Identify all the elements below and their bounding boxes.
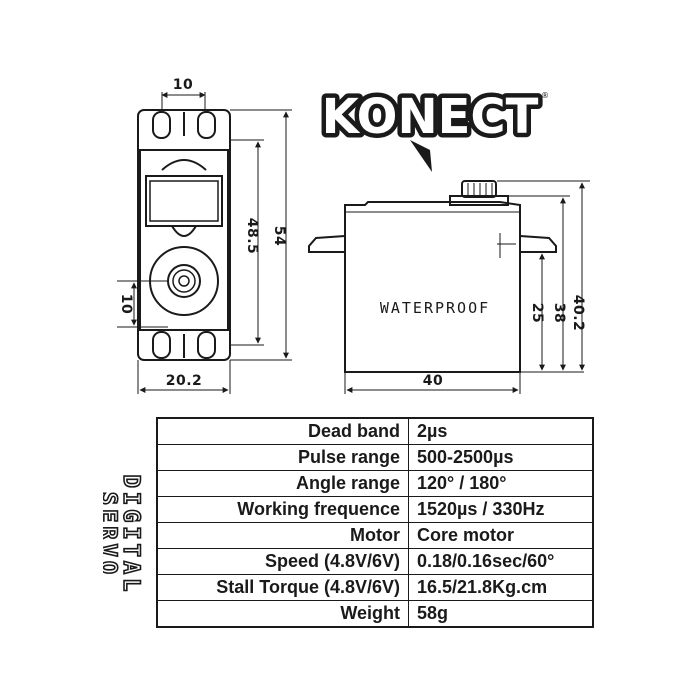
front-label-window [145,175,223,227]
front-body [139,149,229,331]
front-dim-height-mid: 48.5 [244,218,260,255]
spec-value: 0.18/0.16sec/60° [408,548,594,575]
side-view [308,180,590,394]
front-mounting-plate [137,109,231,361]
front-dim-top: 10 [173,77,193,93]
spec-value: 500-2500µs [408,444,594,471]
side-gear-cap [449,195,509,206]
brand-logo: KONECT KONECT ® [317,70,549,172]
side-dim-h2: 38 [551,303,567,323]
front-ear-bottom-right [197,331,216,359]
front-ear-top-right [197,111,216,139]
spec-value: 58g [408,600,594,628]
side-case-text: WATERPROOF [380,299,490,317]
front-dim-height-total: 54 [271,226,287,246]
side-dim-h1: 25 [529,303,545,323]
spec-value: 120° / 180° [408,470,594,497]
spec-value: 16.5/21.8Kg.cm [408,574,594,601]
side-flange-left [308,235,346,253]
side-dim-h3: 40.2 [570,295,586,332]
logo-trademark: ® [541,91,549,100]
logo-text-outline: KONECT [322,89,539,145]
side-body [344,201,521,373]
spec-label: Working frequence [156,496,409,523]
spec-label: Weight [156,600,409,628]
side-dim-width: 40 [423,373,443,389]
front-dim-left: 10 [118,294,134,314]
front-ear-top-left [152,111,171,139]
front-view [117,92,292,394]
spec-label: Dead band [156,417,409,445]
front-ear-bottom-left [152,331,171,359]
side-flange-right [519,235,557,253]
spec-label: Speed (4.8V/6V) [156,548,409,575]
spec-value: 1520µs / 330Hz [408,496,594,523]
spec-value: Core motor [408,522,594,549]
spec-label: Motor [156,522,409,549]
spec-label: Stall Torque (4.8V/6V) [156,574,409,601]
side-label-line1: DIGITAL [118,475,143,596]
logo-text: KONECT [322,89,539,145]
front-dim-width: 20.2 [166,373,203,389]
spec-label: Angle range [156,470,409,497]
spec-row: Speed (4.8V/6V)0.18/0.16sec/60° [156,548,594,575]
side-output-spline [461,180,497,198]
digital-servo-label: DIGITAL SERVO [103,474,144,596]
spec-value: 2µs [408,417,594,445]
spec-label: Pulse range [156,444,409,471]
side-label-line2: SERVO [103,492,120,578]
spec-row: Stall Torque (4.8V/6V)16.5/21.8Kg.cm [156,574,594,601]
